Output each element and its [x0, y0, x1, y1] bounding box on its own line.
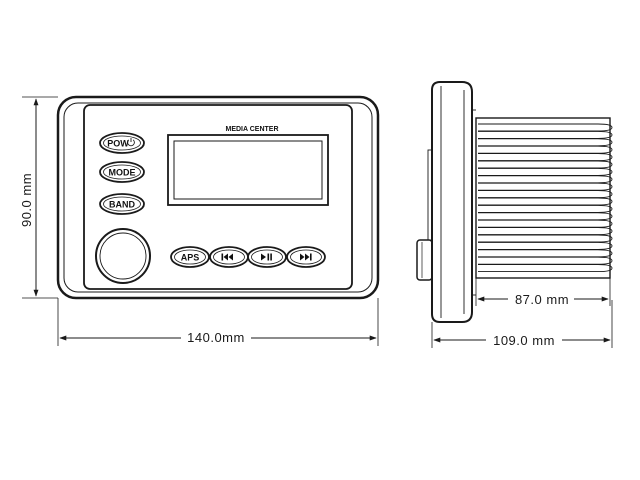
heatsink-fin: [478, 249, 613, 258]
total-depth-dimension: 109.0 mm: [431, 300, 613, 349]
heatsink-fin: [478, 167, 613, 176]
width-dimension-label: 140.0mm: [187, 330, 245, 345]
front-view: MEDIA CENTER POW MODE BAND: [56, 95, 380, 300]
band-button[interactable]: BAND: [99, 193, 145, 215]
heatsink-fin: [478, 212, 613, 221]
mode-button[interactable]: MODE: [99, 161, 145, 183]
heatsink-fin: [478, 241, 613, 250]
side-knob: [416, 239, 433, 281]
heatsink-fin: [478, 264, 613, 273]
lcd-display-frame: [167, 134, 329, 206]
heatsink-fins: [478, 123, 613, 273]
band-button-label: BAND: [109, 200, 135, 210]
heatsink-fin: [478, 234, 613, 243]
previous-track-button[interactable]: [209, 246, 249, 268]
heatsink-fin: [478, 153, 613, 162]
height-dimension: 90.0 mm: [19, 96, 58, 299]
width-dimension: 140.0mm: [57, 298, 379, 346]
heatsink-fin: [478, 190, 613, 199]
heatsink-fin: [478, 175, 613, 184]
volume-knob[interactable]: [95, 228, 151, 284]
side-view: [416, 81, 613, 323]
power-button-label: POW: [107, 139, 129, 149]
play-pause-button[interactable]: [247, 246, 287, 268]
heatsink-fin: [478, 145, 613, 154]
power-icon: [127, 138, 135, 147]
mode-button-label: MODE: [109, 168, 136, 178]
total-depth-label: 109.0 mm: [493, 333, 555, 348]
heatsink-fin: [478, 197, 613, 206]
heatsink-fin: [478, 123, 613, 132]
heatsink-fin: [478, 130, 613, 139]
heatsink-fin: [478, 227, 613, 236]
skip-back-icon: [221, 253, 233, 261]
body-depth-label: 87.0 mm: [515, 292, 569, 307]
faceplate: [83, 104, 353, 290]
power-button[interactable]: POW: [99, 132, 145, 154]
heatsink-body: [475, 117, 611, 279]
heatsink-fin: [478, 256, 613, 265]
lcd-display-screen: [173, 140, 323, 200]
bezel-inner: [63, 102, 373, 293]
bezel-outer: [56, 95, 380, 300]
heatsink-fin: [478, 219, 613, 228]
body-depth-dimension: 87.0 mm: [475, 278, 611, 308]
aps-button[interactable]: APS: [170, 246, 210, 268]
aps-button-label: APS: [181, 253, 200, 263]
play-pause-icon: [261, 253, 272, 261]
heatsink-fin: [478, 182, 613, 191]
heatsink-fin: [478, 204, 613, 213]
height-dimension-label: 90.0 mm: [19, 173, 34, 227]
next-track-button[interactable]: [286, 246, 326, 268]
heatsink-fin: [478, 138, 613, 147]
skip-forward-icon: [300, 253, 312, 261]
side-bezel: [431, 81, 473, 323]
heatsink-fin: [478, 160, 613, 169]
brand-label: MEDIA CENTER: [225, 126, 278, 133]
